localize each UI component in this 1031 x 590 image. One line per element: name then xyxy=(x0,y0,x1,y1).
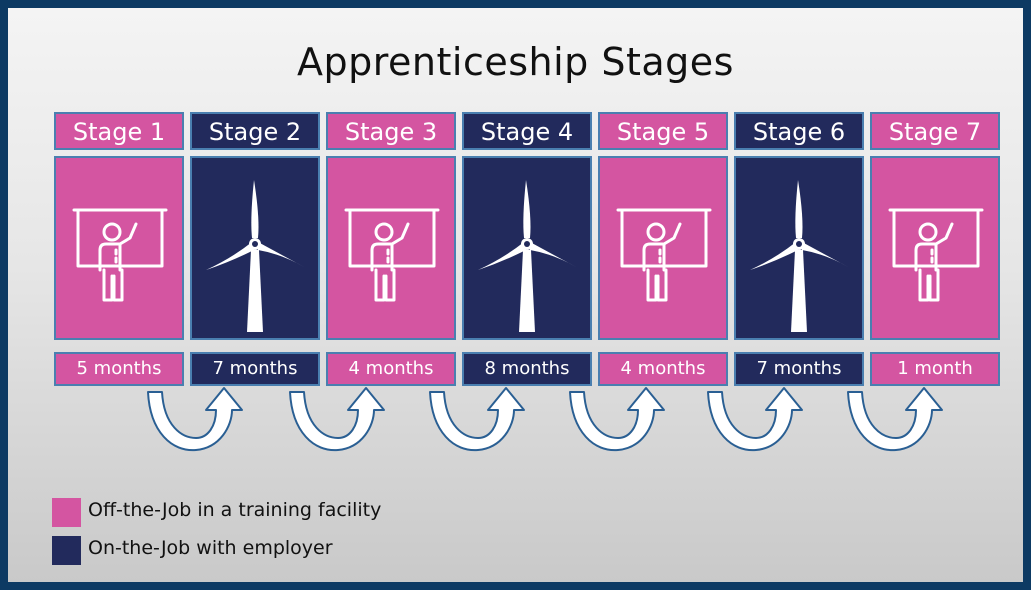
arrow-icon xyxy=(707,387,803,452)
classroom-icon xyxy=(72,208,168,302)
classroom-icon xyxy=(344,208,440,302)
wind-turbine-icon xyxy=(750,180,850,332)
legend-swatch-off-job xyxy=(52,498,81,527)
stage-duration: 7 months xyxy=(190,352,320,386)
legend-swatch-on-job xyxy=(52,536,81,565)
arrow-icon xyxy=(569,387,665,452)
page-title: Apprenticeship Stages xyxy=(297,40,734,84)
arrow-icon xyxy=(147,387,243,452)
stage-image xyxy=(870,156,1000,340)
arrow-icon xyxy=(847,387,943,452)
stage-header: Stage 4 xyxy=(462,112,592,150)
wind-turbine-icon xyxy=(206,180,306,332)
slide: Apprenticeship Stages Stage 1 Stage 2 St… xyxy=(8,8,1023,582)
stage-header: Stage 1 xyxy=(54,112,184,150)
stage-duration: 4 months xyxy=(326,352,456,386)
stage-image xyxy=(598,156,728,340)
stage-duration: 5 months xyxy=(54,352,184,386)
stage-image xyxy=(462,156,592,340)
stage-duration: 8 months xyxy=(462,352,592,386)
stage-duration: 4 months xyxy=(598,352,728,386)
arrow-icon xyxy=(429,387,525,452)
legend-label: Off-the-Job in a training facility xyxy=(88,499,382,521)
classroom-icon xyxy=(616,208,712,302)
stage-image xyxy=(326,156,456,340)
arrow-icon xyxy=(289,387,385,452)
classroom-icon xyxy=(888,208,984,302)
stage-duration: 1 month xyxy=(870,352,1000,386)
legend-label: On-the-Job with employer xyxy=(88,537,333,559)
wind-turbine-icon xyxy=(478,180,578,332)
stage-header: Stage 7 xyxy=(870,112,1000,150)
stage-header: Stage 2 xyxy=(190,112,320,150)
stage-header: Stage 3 xyxy=(326,112,456,150)
stage-image xyxy=(54,156,184,340)
stage-header: Stage 5 xyxy=(598,112,728,150)
stage-image xyxy=(734,156,864,340)
stage-header: Stage 6 xyxy=(734,112,864,150)
stage-duration: 7 months xyxy=(734,352,864,386)
stage-image xyxy=(190,156,320,340)
